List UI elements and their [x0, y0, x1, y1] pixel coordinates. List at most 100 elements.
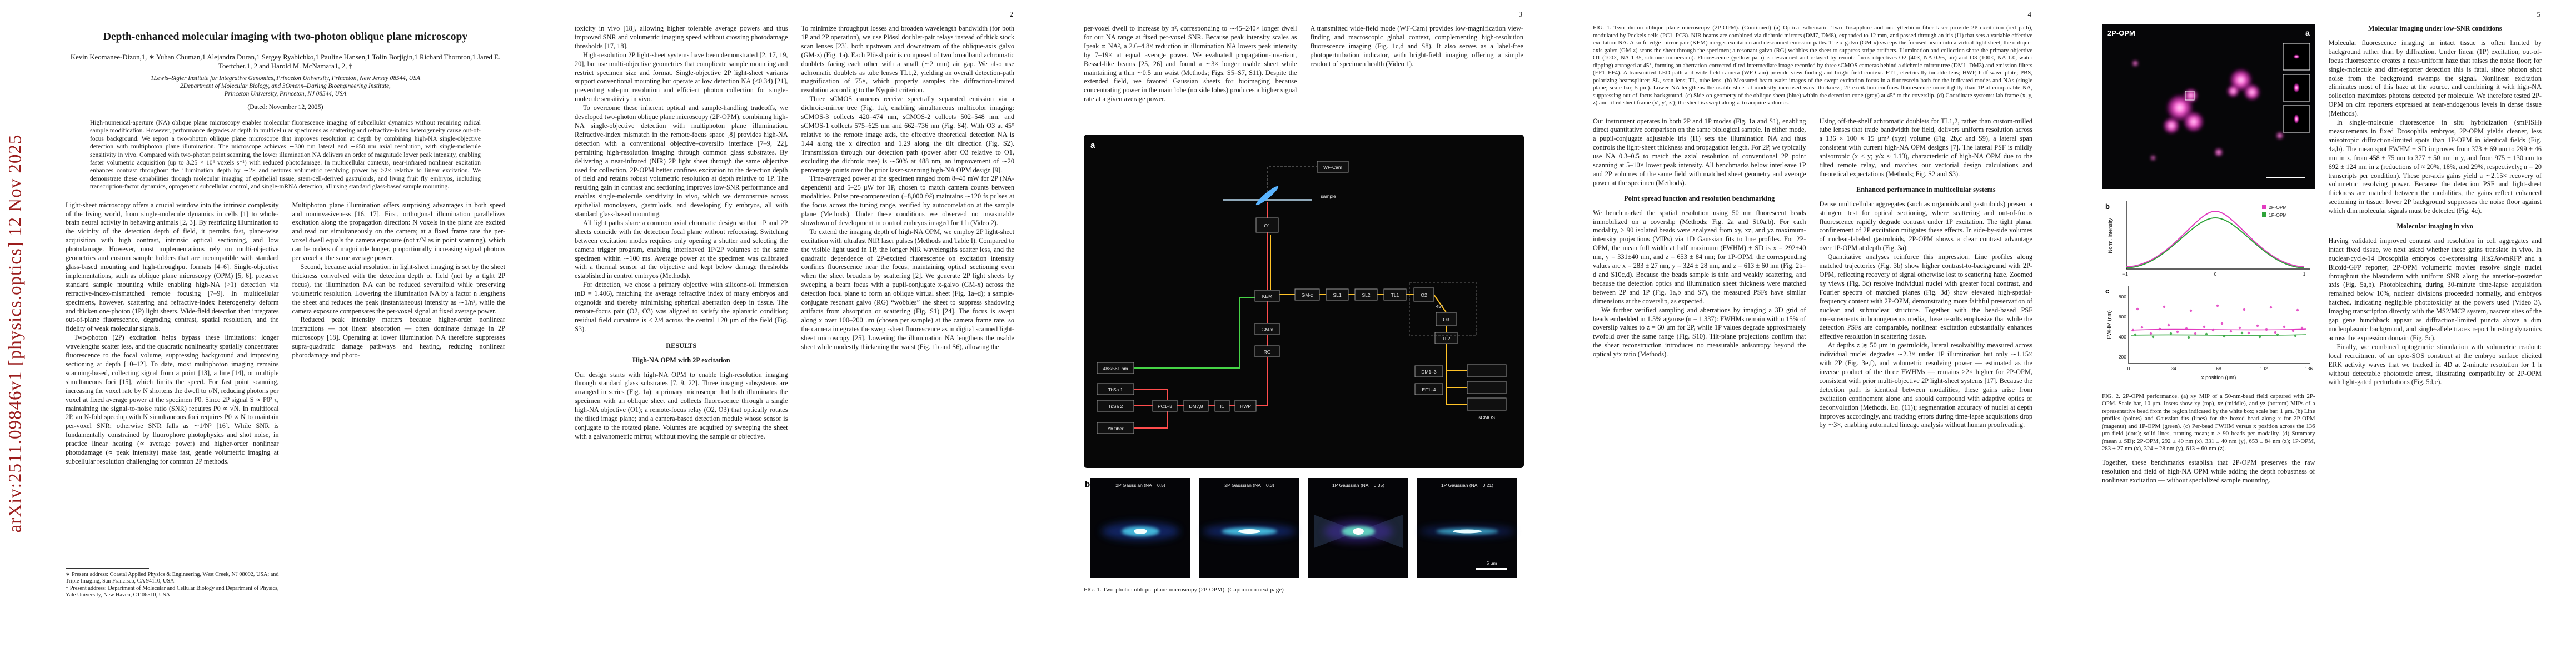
- paragraph: We benchmarked the spatial resolution us…: [1593, 208, 1806, 305]
- label-laser3: Yb fiber: [1107, 426, 1123, 431]
- fig1-full-caption: FIG. 1. Two-photon oblique plane microsc…: [1593, 24, 2032, 106]
- page-1: Depth-enhanced molecular imaging with tw…: [31, 0, 540, 667]
- fig2-scale-bar: [2266, 177, 2305, 178]
- label-o1: O1: [1264, 223, 1270, 228]
- fig2-image-label: 2P-OPM: [2107, 29, 2135, 37]
- page4-left-column: Our instrument operates in both 2P and 1…: [1593, 117, 1806, 579]
- coverslip: [1223, 199, 1312, 201]
- fig2-caption: FIG. 2. 2P-OPM performance. (a) xy MIP o…: [2102, 392, 2315, 452]
- page1-right-column: Multiphoton plane illumination offers su…: [292, 201, 506, 630]
- label-gmz: GM-z: [1302, 292, 1313, 298]
- fig2c-xtick-1: 34: [2171, 366, 2176, 371]
- label-sl1: SL1: [1333, 292, 1341, 298]
- scale-bar: [1476, 568, 1507, 570]
- page-3: 3 per-voxel dwell to increase by n², cor…: [1049, 0, 1558, 667]
- page-number: 5: [2537, 10, 2541, 18]
- legend-1p: 1P-OPM: [2269, 212, 2287, 218]
- footnote-1: ∗ Present address: Coastal Applied Physi…: [66, 571, 279, 585]
- fig2b-axes: [2126, 201, 2310, 270]
- page2-left-column: toxicity in vivo [18], allowing higher t…: [575, 24, 788, 648]
- beam-panel-2: 2P Gaussian (NA = 0.3): [1199, 478, 1299, 578]
- label-laser-1p: 488/561 nm: [1103, 366, 1128, 371]
- subsection-heading-multicellular: Enhanced performance in multicellular sy…: [1856, 185, 1996, 193]
- affiliation-2: 2Department of Molecular Biology, and 3O…: [180, 83, 391, 89]
- beam-panel-3: 1P Gaussian (NA = 0.35): [1308, 478, 1408, 578]
- arxiv-rail: arXiv:2511.09846v1 [physics.optics] 12 N…: [0, 0, 31, 667]
- bead-roi-box: [2185, 91, 2195, 101]
- label-rg: RG: [1264, 349, 1271, 355]
- page4-right-column: Using off-the-shelf achromatic doublets …: [1820, 117, 2033, 579]
- paragraph: We further verified sampling and aberrat…: [1593, 306, 1806, 359]
- fig2c-xtick-0: 0: [2127, 366, 2130, 371]
- page-number: 4: [2027, 10, 2032, 18]
- paragraph: Molecular fluorescence imaging in intact…: [2328, 38, 2542, 118]
- fig2-insets: [2283, 43, 2310, 133]
- fig2-panel-c: c: [2105, 286, 2313, 381]
- beam-panel-4: 1P Gaussian (NA = 0.21) 5 μm: [1417, 478, 1517, 578]
- fig1-panel-letter-b: b: [1085, 480, 1090, 489]
- label-hwp: HWP: [1240, 404, 1251, 409]
- page-number: 2: [1009, 10, 1014, 18]
- scale-bar-label: 5 μm: [1486, 560, 1497, 566]
- paragraph: Finally, we combined optogenetic stimula…: [2328, 342, 2542, 386]
- excitation-beam-green: [1134, 297, 1255, 369]
- page-5: 5: [2067, 0, 2576, 667]
- fig2c-ytick-0: 800: [2119, 294, 2126, 300]
- paragraph: To overcome these inherent optical and s…: [575, 104, 788, 218]
- label-dmtree: DM1–3: [1421, 369, 1437, 375]
- fig2c-ytick-3: 200: [2119, 354, 2126, 360]
- footnote-block: ∗ Present address: Coastal Applied Physi…: [66, 568, 279, 599]
- fig2-panel-b: b 2P-OPM 1P-OPM −1 0 1 Norm.: [2105, 201, 2310, 277]
- page-number: 3: [1518, 10, 1523, 18]
- label-wfcam: WF-Cam: [1323, 165, 1342, 170]
- fig2b-xtick-0: −1: [2122, 271, 2128, 277]
- paragraph: At depths z ≳ 50 μm in gastruloids, late…: [1819, 341, 2033, 429]
- page3-right-column: A transmitted wide-field mode (WF-Cam) p…: [1311, 24, 1524, 128]
- author-list: Kevin Keomanee-Dizon,1, ∗ Yuhan Chuman,1…: [70, 53, 501, 70]
- fig2-panel-letter-b: b: [2105, 202, 2110, 211]
- remote-focus-box: [1409, 282, 1477, 336]
- label-iris: I1: [1220, 404, 1224, 409]
- footnote-rule: [66, 568, 149, 569]
- beam-label-2: 2P Gaussian (NA = 0.3): [1224, 482, 1274, 488]
- label-45deg: 45°: [1436, 303, 1443, 309]
- subsection-heading-invivo: Molecular imaging in vivo: [2396, 222, 2473, 231]
- bead-field-blobs: [2132, 60, 2284, 161]
- section-heading-results: RESULTS: [666, 341, 697, 350]
- abstract: High-numerical-aperture (NA) oblique pla…: [90, 120, 481, 191]
- fig2b-xtick-1: 0: [2214, 271, 2217, 277]
- paragraph: Reduced peak intensity matters because h…: [292, 316, 506, 360]
- dated-line: (Dated: November 12, 2025): [247, 103, 323, 111]
- paragraph: Having validated improved contrast and r…: [2328, 236, 2542, 342]
- label-scmos: sCMOS: [1478, 415, 1495, 420]
- label-o3: O3: [1443, 317, 1449, 322]
- paragraph: Using off-the-shelf achromatic doublets …: [1819, 117, 2033, 178]
- fig1-panel-letter-a: a: [1090, 141, 1095, 150]
- affiliation-3: Princeton University, Princeton, NJ 0854…: [224, 91, 347, 97]
- fig2-panel-letter-a: a: [2305, 28, 2310, 37]
- fig2-panel-letter-c: c: [2105, 287, 2109, 295]
- subsection-heading: High-NA OPM with 2P excitation: [632, 356, 730, 364]
- oblique-light-sheet: [1255, 186, 1279, 206]
- paragraph: For detection, we chose a primary object…: [575, 281, 788, 333]
- paragraph: Light-sheet microscopy offers a crucial …: [66, 201, 279, 333]
- label-laser2: Ti:Sa 2: [1108, 404, 1123, 409]
- fig1-short-caption: FIG. 1. Two-photon oblique plane microsc…: [1084, 586, 1284, 593]
- fig2b-ylabel: Norm. intensity: [2107, 218, 2114, 253]
- paragraph: To extend the imaging depth of high-NA O…: [801, 227, 1015, 351]
- paragraph: A transmitted wide-field mode (WF-Cam) p…: [1310, 24, 1524, 68]
- fig1-panel-b: b 2P Gaussian (NA = 0.5) 2P Gaussian (NA…: [1085, 478, 1517, 578]
- fig2c-ylabel: FWHM (nm): [2106, 310, 2112, 339]
- label-tl2: TL2: [1442, 336, 1451, 341]
- fig2c-2p-dots: [2131, 304, 2304, 335]
- page1-left-column: Light-sheet microscopy offers a crucial …: [66, 201, 279, 630]
- paragraph: All light paths share a common axial chr…: [575, 218, 788, 280]
- fig2c-xtick-2: 68: [2216, 366, 2221, 371]
- fig2c-xlabel: x position (μm): [2201, 375, 2236, 381]
- paragraph: Time-averaged power at the specimen rang…: [801, 175, 1015, 227]
- beam-label-4: 1P Gaussian (NA = 0.21): [1441, 482, 1493, 488]
- fig1-panel-a: a: [1084, 135, 1524, 468]
- fig2b-legend: 2P-OPM 1P-OPM: [2262, 205, 2287, 218]
- paragraph: Multiphoton plane illumination offers su…: [292, 201, 506, 262]
- beam-panel-1: 2P Gaussian (NA = 0.5): [1090, 478, 1190, 578]
